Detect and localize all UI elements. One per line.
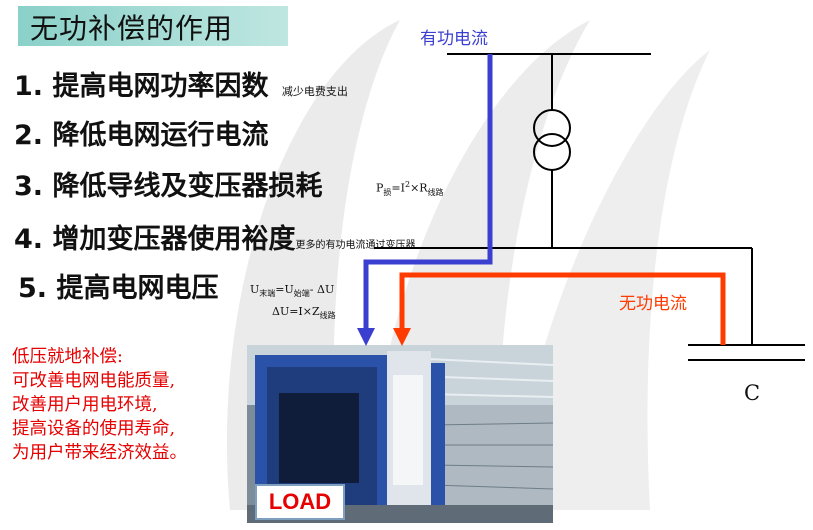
list-item: 2. 降低电网运行电流 — [14, 113, 268, 152]
item-note: 减少电费支出 — [281, 85, 348, 98]
list-item: 1. 提高电网功率因数 减少电费支出 — [14, 64, 348, 103]
item-note: 更多的有功电流通过变压器 — [295, 240, 416, 251]
load-label: LOAD — [255, 484, 345, 520]
loss-formula: P损=I2×R线路 — [376, 180, 444, 197]
voltage-formula: U末端=U始端- ΔU — [250, 283, 335, 299]
list-item: 5. 提高电网电压 — [18, 266, 218, 305]
low-voltage-note: 低压就地补偿: 可改善电网电能质量, 改善用户用电环境, 提高设备的使用寿命, … — [12, 347, 187, 463]
item-text: 提高电网功率因数 — [52, 71, 269, 102]
list-item: 4. 增加变压器使用裕度更多的有功电流通过变压器 — [14, 217, 415, 256]
list-item: 3. 降低导线及变压器损耗 — [14, 164, 322, 203]
page-title: 无功补偿的作用 — [30, 12, 234, 45]
title-banner — [18, 6, 288, 46]
active-current-path — [363, 54, 493, 332]
item-text: 降低电网运行电流 — [52, 120, 269, 151]
item-text: 提高电网电压 — [56, 273, 219, 304]
item-number: 5. — [18, 273, 48, 304]
item-number: 4. — [14, 224, 44, 255]
reactive-current-arrow — [393, 328, 411, 346]
active-current-arrow — [357, 328, 375, 346]
item-text: 降低导线及变压器损耗 — [52, 171, 323, 202]
transformer-coil-lower — [533, 133, 571, 171]
item-number: 1. — [14, 71, 44, 102]
capacitor-label: C — [744, 381, 761, 405]
item-number: 2. — [14, 120, 44, 151]
item-text: 增加变压器使用裕度 — [52, 224, 296, 255]
delta-formula: ΔU=I×Z线路 — [272, 305, 336, 321]
transformer-coil-upper — [533, 109, 571, 147]
active-current-label: 有功电流 — [420, 29, 488, 49]
reactive-current-path — [399, 272, 726, 345]
reactive-current-label: 无功电流 — [619, 294, 687, 314]
item-number: 3. — [14, 171, 44, 202]
